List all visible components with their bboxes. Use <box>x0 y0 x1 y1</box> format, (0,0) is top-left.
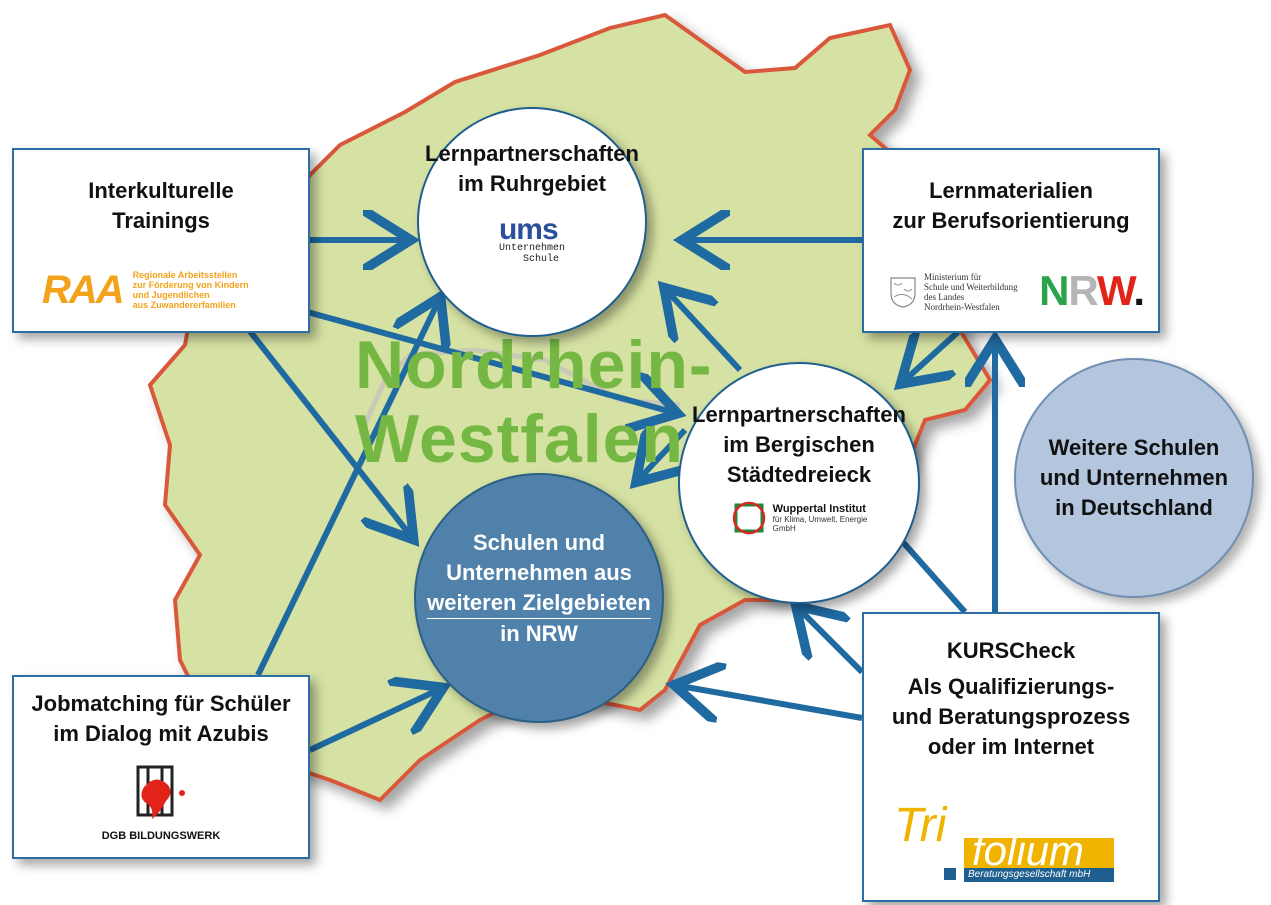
circle-weitere-line1: Weitere Schulen <box>1048 435 1220 460</box>
box-lernmaterialien: Lernmaterialien zur Berufsorientierung M… <box>862 148 1160 333</box>
trifolium-band <box>964 838 1114 872</box>
arrow-interkulturell-to-bergisch <box>299 307 672 412</box>
wuppertal-line1: für Klima, Umwelt, Energie <box>772 515 868 524</box>
circle-weitere-schulen: Weitere Schulen und Unternehmen in Deuts… <box>1014 358 1254 598</box>
nrw-logo-w: W <box>1097 267 1134 314</box>
arrow-lernmaterialien-to-bergisch <box>905 332 961 380</box>
ums-logo-mark: ums <box>498 213 559 246</box>
box-title-line1: Interkulturelle <box>88 178 234 203</box>
ums-logo-line2: Schule <box>522 254 559 265</box>
wuppertal-caption: Wuppertal Institut für Klima, Umwelt, En… <box>773 503 868 533</box>
box-title-line2: im Dialog mit Azubis <box>53 721 269 746</box>
ministry-line2: Schule und Weiterbildung <box>924 282 1018 292</box>
region-label-line1: Nordrhein- <box>355 327 713 403</box>
wuppertal-line2: GmbH <box>772 524 796 533</box>
arrow-jobmatching-to-schulen <box>308 690 438 753</box>
raa-caption-3: und Jugendlichen <box>132 290 210 300</box>
raa-caption-1: Regionale Arbeitsstellen <box>132 270 238 280</box>
nrw-coat-of-arms-icon <box>890 277 916 308</box>
box-title-line1: Jobmatching für Schüler <box>31 691 291 716</box>
raa-logo: RAA Regionale Arbeitsstellen zur Förderu… <box>42 270 249 310</box>
ministry-logo: Ministerium für Schule und Weiterbildung… <box>888 272 1018 312</box>
ums-logo-line1: Unternehmen <box>498 243 565 254</box>
ministry-line1: Ministerium für <box>924 272 982 282</box>
circle-lernpartnerschaften-ruhrgebiet: Lernpartnerschaften im Ruhrgebiet ums Un… <box>417 107 647 337</box>
circle-lernpartnerschaften-bergisch: Lernpartnerschaften im Bergischen Städte… <box>678 362 920 604</box>
raa-logo-mark: RAA <box>42 268 125 312</box>
raa-logo-caption: Regionale Arbeitsstellen zur Förderung v… <box>133 270 249 310</box>
ums-logo: ums Unternehmen Schule <box>498 213 565 266</box>
nrw-logo-dot: . <box>1133 267 1145 314</box>
circle-bergisch-line3: Städtedreieck <box>726 462 872 487</box>
trifolium-tri: Tri <box>894 799 947 852</box>
wuppertal-institut-icon <box>732 501 765 535</box>
box-interkulturelle-trainings: Interkulturelle Trainings RAA Regionale … <box>12 148 310 333</box>
box-kurscheck: KURSCheck Als Qualifizierungs- und Berat… <box>862 612 1160 902</box>
region-label: Nordrhein- Westfalen <box>355 328 713 476</box>
kurscheck-line4: oder im Internet <box>927 734 1095 759</box>
ministry-line3: des Landes <box>924 292 965 302</box>
circle-ruhr-line2: im Ruhrgebiet <box>458 171 606 196</box>
circle-schulen-line4: in NRW <box>500 620 578 646</box>
arrows <box>242 240 995 753</box>
trifolium-logo: Tri folium Beratungsgesellschaft mbH <box>894 802 1119 882</box>
kurscheck-line3: und Beratungsprozess <box>891 704 1131 729</box>
circle-bergisch-line2: im Bergischen <box>723 432 875 457</box>
nrw-logo-r: R <box>1068 267 1098 314</box>
arrow-kurscheck-to-schulen <box>680 686 863 718</box>
dgb-caption: DGB BILDUNGSWERK <box>101 830 221 842</box>
arrow-bergisch-to-ruhr <box>668 292 743 373</box>
circle-schulen-line3: weiteren Zielgebieten <box>427 588 651 619</box>
circle-weitere-line2: und Unternehmen <box>1039 465 1229 490</box>
arrow-bergisch-to-schulen <box>640 430 685 478</box>
trifolium-folium: folium <box>972 827 1085 874</box>
nrw-logo-n: N <box>1039 267 1069 314</box>
arrow-kurscheck-to-bergisch <box>800 610 865 675</box>
raa-caption-4: aus Zuwandererfamilien <box>132 300 236 310</box>
circle-schulen-zielgebiete: Schulen und Unternehmen aus weiteren Zie… <box>414 473 664 723</box>
dgb-bildungswerk-icon <box>136 765 185 819</box>
region-label-line2: Westfalen <box>355 401 684 477</box>
wuppertal-logo: Wuppertal Institut für Klima, Umwelt, En… <box>731 500 868 536</box>
circle-ruhr-line1: Lernpartnerschaften <box>425 141 639 166</box>
ministry-line4: Nordrhein-Westfalen <box>924 302 1000 312</box>
arrow-interkulturell-to-schulen <box>242 323 410 535</box>
raa-caption-2: zur Förderung von Kindern <box>132 280 249 290</box>
ministry-caption: Ministerium für Schule und Weiterbildung… <box>924 272 1018 312</box>
circle-bergisch-line1: Lernpartnerschaften <box>692 402 906 427</box>
circle-schulen-line2: Unternehmen aus <box>446 559 632 585</box>
arrow-jobmatching-to-ruhr <box>255 302 438 677</box>
kurscheck-title: KURSCheck <box>946 638 1076 663</box>
trifolium-square <box>944 868 956 880</box>
kurscheck-line2: Als Qualifizierungs- <box>907 674 1115 699</box>
wuppertal-name: Wuppertal Institut <box>772 503 866 515</box>
box-jobmatching: Jobmatching für Schüler im Dialog mit Az… <box>12 675 310 859</box>
circle-schulen-line1: Schulen und <box>472 529 605 555</box>
circle-weitere-line3: in Deutschland <box>1055 495 1213 520</box>
trifolium-caption: Beratungsgesellschaft mbH <box>964 868 1114 882</box>
nrw-logo: NRW. <box>1039 267 1145 314</box>
box-title-line1: Lernmaterialien <box>929 178 1093 203</box>
box-title-line2: zur Berufsorientierung <box>892 208 1130 233</box>
box-title-line2: Trainings <box>112 208 210 233</box>
